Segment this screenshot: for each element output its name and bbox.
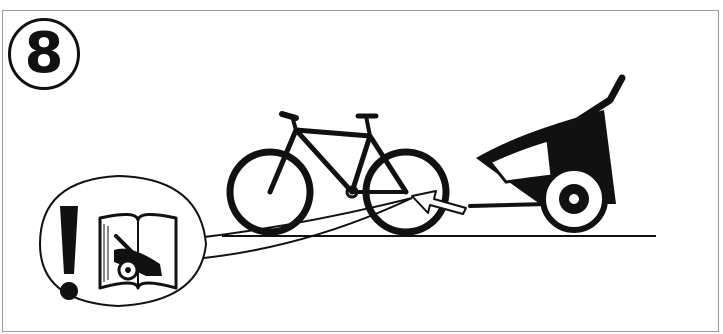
step-number: 8	[25, 26, 64, 82]
manual-book-icon	[100, 214, 176, 288]
bike-trailer-icon	[470, 78, 622, 230]
step-number-badge: 8	[8, 18, 80, 90]
